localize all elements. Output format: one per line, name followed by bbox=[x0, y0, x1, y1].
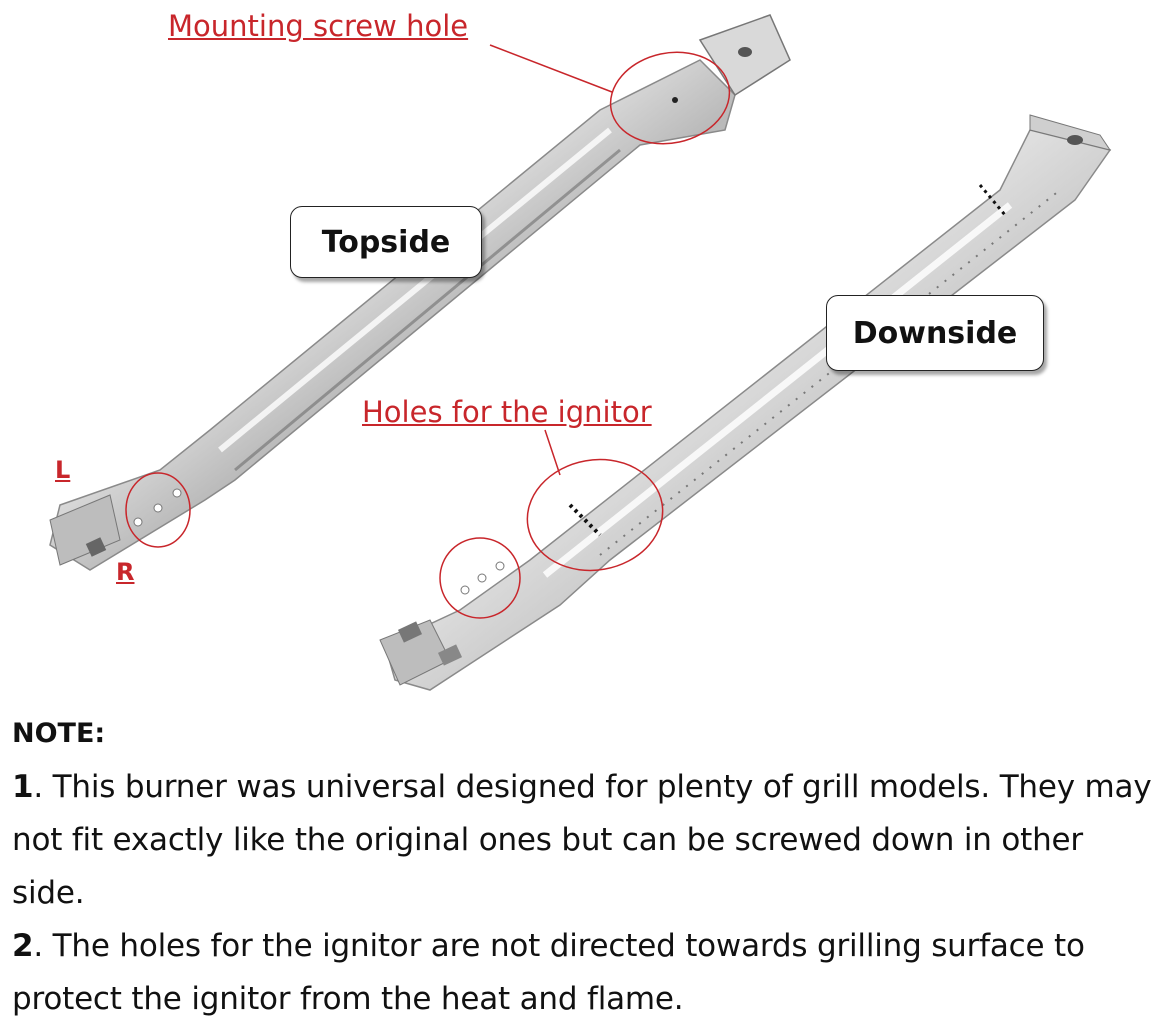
note-heading: NOTE: bbox=[12, 718, 106, 749]
downside-callout: Downside bbox=[826, 295, 1044, 371]
downside-burner bbox=[379, 114, 1112, 691]
left-side-marker: L bbox=[55, 456, 71, 484]
note-section: NOTE: 1. This burner was universal desig… bbox=[12, 718, 1152, 1026]
note-item-number: 2 bbox=[12, 928, 34, 964]
burner-illustration bbox=[49, 14, 1112, 691]
note-item-text: . This burner was universal designed for… bbox=[12, 769, 1152, 911]
note-item-number: 1 bbox=[12, 769, 34, 805]
mounting-screw-hole-label: Mounting screw hole bbox=[168, 9, 469, 43]
note-item-2: 2. The holes for the ignitor are not dir… bbox=[12, 920, 1152, 1026]
topside-callout: Topside bbox=[290, 206, 482, 278]
annotation-marks bbox=[125, 44, 731, 619]
holes-for-ignitor-label: Holes for the ignitor bbox=[362, 395, 652, 429]
note-item-text: . The holes for the ignitor are not dire… bbox=[12, 928, 1085, 1017]
right-side-marker: R bbox=[116, 558, 135, 586]
note-item-1: 1. This burner was universal designed fo… bbox=[12, 761, 1152, 920]
topside-burner bbox=[49, 14, 791, 571]
